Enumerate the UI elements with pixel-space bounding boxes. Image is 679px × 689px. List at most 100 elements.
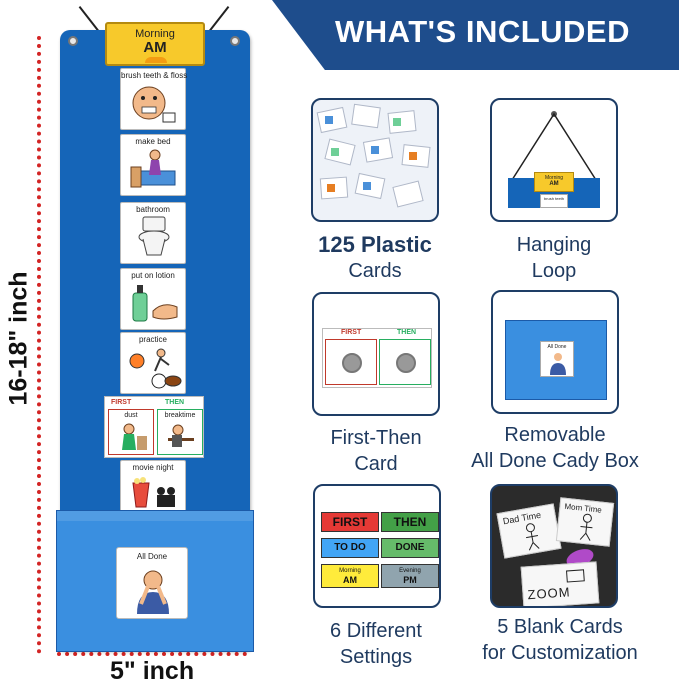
sports-practice-icon bbox=[129, 348, 182, 389]
activity-card-label: movie night bbox=[132, 463, 174, 472]
setting-done: DONE bbox=[381, 538, 439, 558]
plastic-cards-caption: 125 Plastic Cards bbox=[290, 232, 460, 284]
setting-evening-line2: PM bbox=[403, 575, 417, 585]
mini-header-line1: Morning bbox=[544, 175, 564, 181]
setting-first: FIRST bbox=[321, 512, 379, 532]
all-done-box: All Done bbox=[56, 510, 254, 652]
cady-box-caption: Removable All Done Cady Box bbox=[455, 422, 655, 474]
first-then-subtitle: Card bbox=[354, 453, 398, 475]
header-card-line2: AM bbox=[143, 39, 167, 56]
plastic-cards-subtitle: Cards bbox=[348, 260, 402, 282]
dusting-icon bbox=[122, 423, 147, 450]
cady-box: All Done bbox=[505, 320, 607, 400]
blank-card-zoom-text: ZOOM bbox=[527, 584, 572, 603]
setting-morning-line1: Morning bbox=[339, 568, 361, 574]
first-activity-label: dust bbox=[124, 412, 138, 419]
banner-title: WHAT'S INCLUDED bbox=[335, 14, 630, 49]
velcro-dot-icon bbox=[396, 353, 416, 373]
first-label: FIRST bbox=[111, 399, 132, 406]
first-then-tile: FIRST THEN bbox=[312, 292, 440, 416]
activity-card-label: bathroom bbox=[136, 205, 170, 214]
height-dimension-line bbox=[37, 36, 41, 654]
hanging-loop-title: Hanging bbox=[516, 234, 592, 256]
mini-header-line2: AM bbox=[549, 181, 559, 187]
activity-card: bathroom bbox=[120, 202, 186, 264]
then-activity-label: breaktime bbox=[164, 412, 196, 419]
camera-sketch-icon bbox=[566, 569, 585, 583]
blank-cards-caption: 5 Blank Cards for Customization bbox=[462, 614, 658, 666]
setting-to-do: TO DO bbox=[321, 538, 379, 558]
hanging-loop-subtitle: Loop bbox=[531, 260, 577, 282]
then-half: breaktime bbox=[157, 409, 203, 455]
setting-morning-line2: AM bbox=[343, 575, 357, 585]
setting-then: THEN bbox=[381, 512, 439, 532]
all-done-person-icon bbox=[550, 353, 566, 375]
toilet-icon bbox=[138, 216, 170, 256]
setting-evening-line1: Evening bbox=[399, 568, 421, 574]
blank-card-zoom: ZOOM bbox=[520, 561, 600, 606]
activity-card-label: brush teeth & floss bbox=[121, 71, 188, 80]
first-then-title: First-Then bbox=[330, 427, 422, 449]
ft-tile-card: FIRST THEN bbox=[322, 328, 432, 388]
breaktime-icon bbox=[168, 424, 194, 447]
visual-schedule-chart: Morning AM brush teeth & floss make bed … bbox=[56, 22, 254, 652]
scattered-cards-icon bbox=[316, 103, 431, 208]
width-dimension-label: 5" inch bbox=[110, 657, 195, 685]
velcro-dot-icon bbox=[342, 353, 362, 373]
height-dimension-label: 16-18" inch bbox=[4, 271, 33, 406]
width-dimension-line bbox=[57, 652, 247, 656]
ft-tile-then: THEN bbox=[397, 329, 417, 336]
cady-box-subtitle: All Done Cady Box bbox=[471, 450, 639, 472]
mini-activity-card: brush teeth bbox=[540, 194, 568, 208]
blank-cards-tile: Dad Time Mom Time ZOOM bbox=[490, 484, 618, 608]
activity-card-label: make bed bbox=[135, 137, 171, 146]
settings-title: 6 Different bbox=[330, 620, 422, 642]
grommet-left bbox=[68, 36, 78, 46]
settings-subtitle: Settings bbox=[339, 646, 413, 668]
then-label: THEN bbox=[165, 399, 185, 406]
activity-card-label: practice bbox=[138, 335, 167, 344]
all-done-card-label: All Done bbox=[136, 552, 168, 561]
schedule-header-card: Morning AM bbox=[105, 22, 205, 66]
first-then-card: FIRST THEN dust breaktime bbox=[104, 396, 204, 458]
settings-caption: 6 Different Settings bbox=[292, 618, 460, 670]
header-banner bbox=[272, 0, 679, 70]
stick-figure-icon bbox=[579, 513, 593, 541]
blank-cards-subtitle: for Customization bbox=[482, 642, 638, 664]
first-half: dust bbox=[108, 409, 154, 455]
blank-cards-title: 5 Blank Cards bbox=[497, 616, 623, 638]
ft-tile-first: FIRST bbox=[341, 329, 362, 336]
cady-card: All Done bbox=[540, 341, 574, 377]
blank-card-dad: Dad Time bbox=[496, 503, 562, 559]
brushing-teeth-icon bbox=[132, 86, 176, 123]
mini-header-card: Morning AM bbox=[534, 172, 574, 192]
lotion-icon bbox=[132, 285, 178, 322]
activity-card: put on lotion bbox=[120, 268, 186, 330]
all-done-person-icon bbox=[137, 570, 169, 614]
movie-icon bbox=[132, 477, 175, 508]
ft-tile-first-half bbox=[325, 339, 377, 385]
all-done-card: All Done bbox=[116, 547, 188, 619]
hanging-loop-tile: Morning AM brush teeth bbox=[490, 98, 618, 222]
settings-tile: FIRST THEN TO DO DONE Morning AM Evening… bbox=[313, 484, 441, 608]
activity-card: make bed bbox=[120, 134, 186, 196]
header-card-line1: Morning bbox=[135, 28, 175, 40]
hanging-loop-caption: Hanging Loop bbox=[470, 232, 638, 284]
setting-evening: Evening PM bbox=[381, 564, 439, 588]
setting-morning: Morning AM bbox=[321, 564, 379, 588]
ft-tile-then-half bbox=[379, 339, 431, 385]
blank-card-mom: Mom Time bbox=[555, 497, 615, 547]
cady-box-title: Removable bbox=[504, 424, 606, 446]
cady-card-label: All Done bbox=[547, 344, 567, 350]
plastic-cards-title: 125 Plastic bbox=[318, 232, 432, 257]
make-bed-icon bbox=[130, 149, 176, 188]
cady-box-tile: All Done bbox=[491, 290, 619, 414]
plastic-cards-tile bbox=[311, 98, 439, 222]
mini-activity-label: brush teeth bbox=[543, 196, 564, 201]
stick-figure-icon bbox=[525, 523, 540, 551]
first-then-caption: First-Then Card bbox=[292, 425, 460, 477]
activity-card: practice bbox=[120, 332, 186, 394]
grommet-right bbox=[230, 36, 240, 46]
activity-card: brush teeth & floss bbox=[120, 68, 188, 130]
sun-icon bbox=[145, 57, 167, 63]
